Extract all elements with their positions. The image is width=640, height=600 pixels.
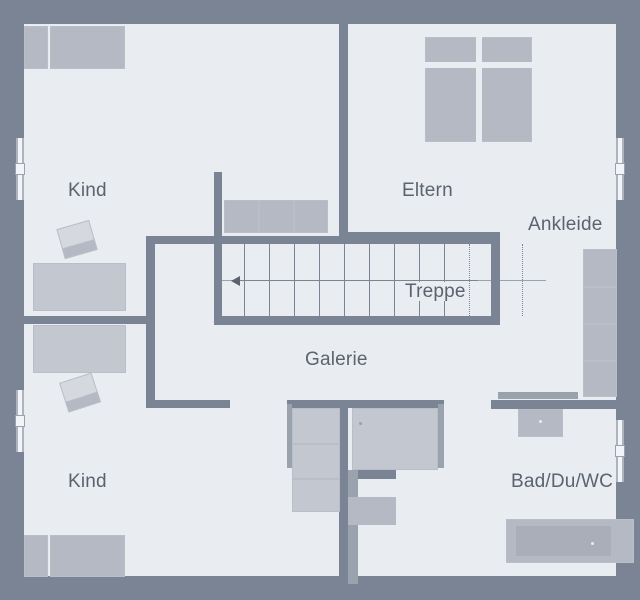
bed-kind-top-mattress xyxy=(50,26,125,69)
wall-central-vertical-bottom xyxy=(339,408,348,584)
washbasin xyxy=(518,409,563,437)
room-label-ankleide: Ankleide xyxy=(528,214,603,235)
room-label-bad: Bad/Du/WC xyxy=(511,471,614,492)
wc-cabinet-dot-icon xyxy=(359,422,362,425)
room-label-eltern: Eltern xyxy=(402,180,453,201)
door-ankleide-leaf xyxy=(498,392,578,397)
wall-galerie-top-stub xyxy=(146,236,222,244)
desk-kind-top xyxy=(33,263,126,311)
wall-galerie-left-upper xyxy=(146,236,155,324)
dresser-eltern xyxy=(224,200,328,233)
wall-central-vertical-top xyxy=(339,16,348,240)
wall-galerie-lower-right xyxy=(287,400,444,408)
dresser-eltern-seg1 xyxy=(258,200,260,233)
jamb-post-left xyxy=(287,404,292,468)
shelf-ankleide-right-l3 xyxy=(583,360,617,362)
shower-tray xyxy=(292,408,340,512)
bed-kind-bottom-pillow xyxy=(24,535,48,577)
wall-bad-top xyxy=(491,400,624,409)
wall-exterior-right xyxy=(616,16,624,584)
wall-stair-bottom xyxy=(222,316,500,325)
bed-kind-top-pillow xyxy=(24,26,48,69)
window-left-upper-knob xyxy=(15,163,25,175)
stair-direction-arrow-icon xyxy=(231,276,240,286)
shelf-ankleide-right-l1 xyxy=(583,286,617,288)
shelf-ankleide-right-l2 xyxy=(583,323,617,325)
jamb-post-right xyxy=(438,404,444,468)
bathtub-inner xyxy=(516,526,611,556)
room-label-treppe: Treppe xyxy=(402,282,469,301)
wall-between-kind-rooms xyxy=(16,316,152,324)
wc-cabinet xyxy=(352,408,438,470)
toilet-base xyxy=(348,497,362,525)
window-right-upper-knob xyxy=(615,163,625,175)
shower-tray-line1 xyxy=(292,443,340,445)
wall-wc-stub-vertical xyxy=(348,470,358,584)
wall-exterior-top xyxy=(16,16,624,24)
dresser-eltern-seg2 xyxy=(293,200,295,233)
bathtub-drain-icon xyxy=(591,542,594,545)
bed-kind-bottom-mattress xyxy=(50,535,125,577)
wall-edge-shade-right xyxy=(624,0,640,600)
window-right-lower-knob xyxy=(615,445,625,457)
wall-edge-shade-left xyxy=(0,0,16,600)
wall-edge-shade-bottom xyxy=(0,584,640,600)
wall-door-jamb-kind-top xyxy=(214,172,222,244)
washbasin-drain-icon xyxy=(539,420,542,423)
wardrobe-eltern-divider-h xyxy=(425,62,532,68)
wall-galerie-left-lower xyxy=(146,324,155,408)
wall-galerie-bottom xyxy=(146,400,230,408)
shower-tray-line2 xyxy=(292,478,340,480)
staircase-continuation xyxy=(500,244,546,316)
door-kind-top-to-galerie xyxy=(150,175,218,243)
room-label-galerie: Galerie xyxy=(305,349,368,370)
wall-wc-stub-horizontal xyxy=(348,470,396,479)
wall-edge-shade-top xyxy=(0,0,640,16)
wall-stair-left xyxy=(214,236,222,325)
stair-direction-line xyxy=(240,280,478,281)
toilet xyxy=(358,497,396,525)
room-label-kind-bottom: Kind xyxy=(68,471,107,492)
door-kind-bottom-to-galerie xyxy=(222,404,290,472)
wall-stair-right xyxy=(491,236,500,325)
desk-kind-bottom xyxy=(33,325,126,373)
door-galerie-to-bad xyxy=(498,330,564,396)
wall-exterior-bottom xyxy=(16,576,624,584)
wardrobe-eltern-divider-v xyxy=(476,37,482,142)
wall-exterior-left xyxy=(16,16,24,584)
room-label-kind-top: Kind xyxy=(68,180,107,201)
wall-eltern-bottom xyxy=(339,232,500,241)
window-left-lower-knob xyxy=(15,415,25,427)
